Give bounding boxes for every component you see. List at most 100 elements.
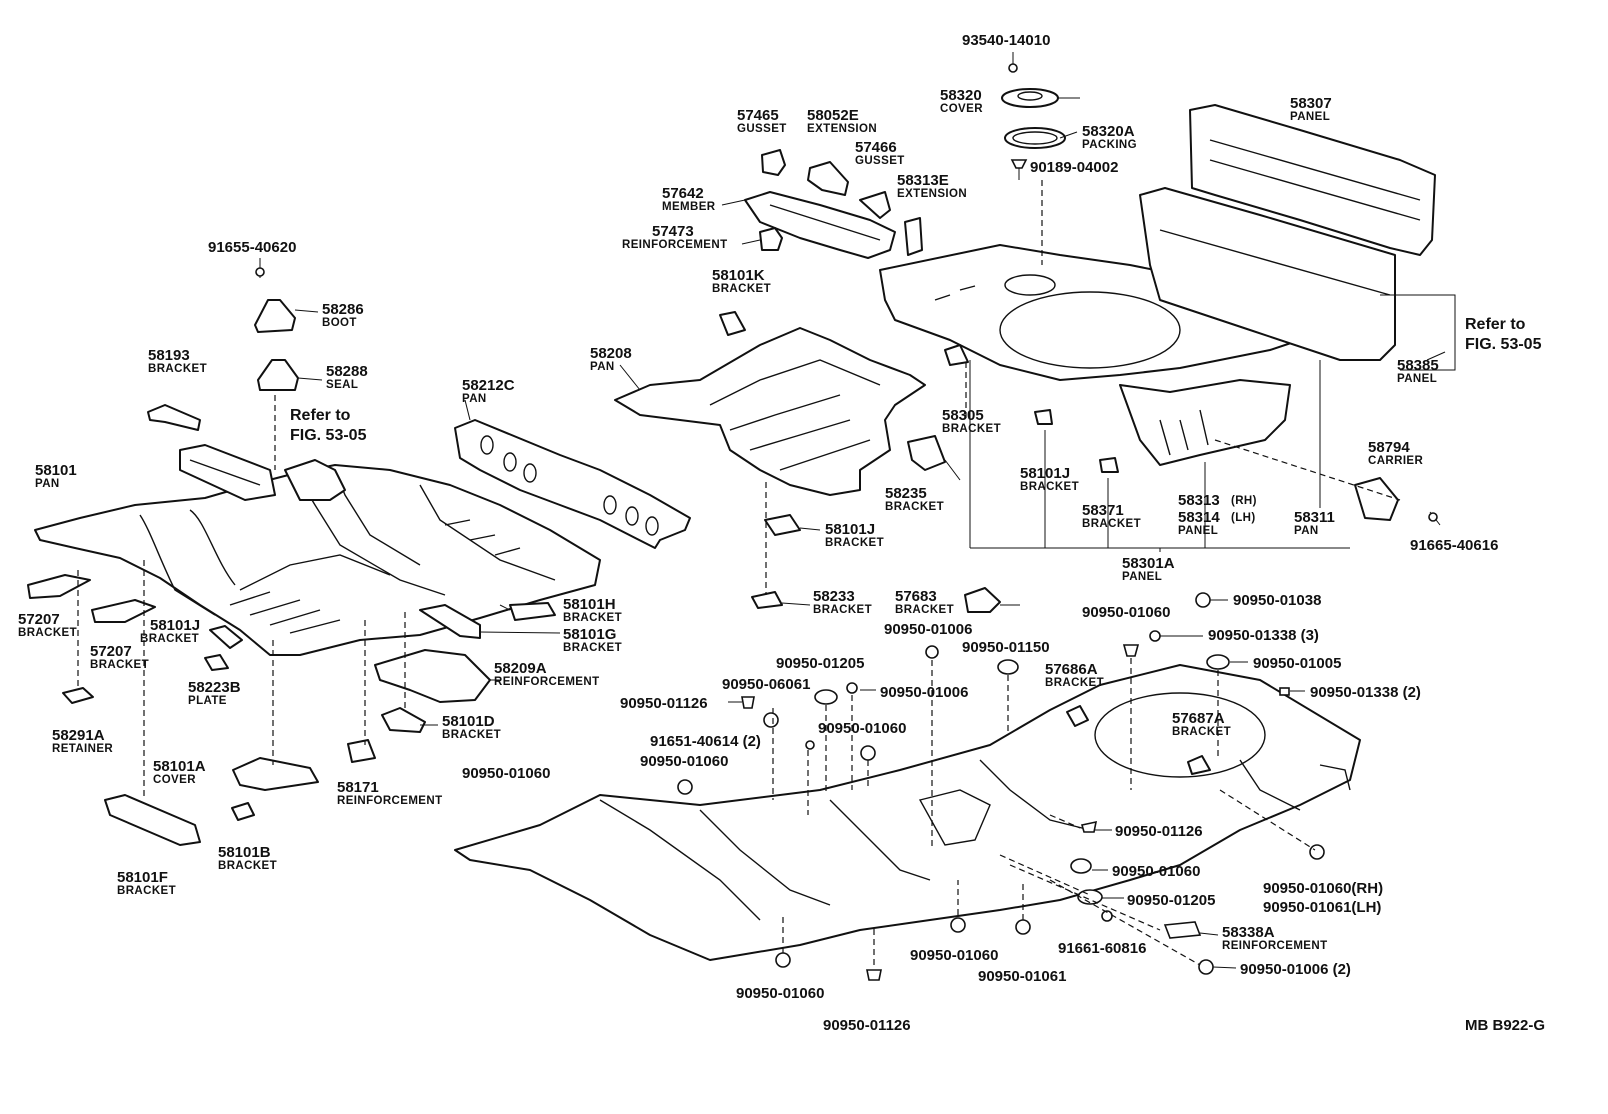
plug-label: 90950-01060(RH) [1263, 880, 1383, 897]
part-name-58305: BRACKET [942, 423, 1001, 435]
plug-label: 90950-01060 [818, 720, 906, 737]
part-number-91655-40620: 91655-40620 [208, 239, 296, 256]
plug-label: 90950-01060 [1082, 604, 1170, 621]
part-name-58301A: PANEL [1122, 571, 1162, 583]
part-number-57473: 57473 [652, 223, 694, 240]
part-name-57683: BRACKET [895, 604, 954, 616]
part-number-58305: 58305 [942, 407, 984, 424]
plug-label: 90950-01150 [962, 639, 1050, 656]
part-number-58212C: 58212C [462, 377, 515, 394]
plug-markers [677, 592, 1325, 981]
part-number-57642: 57642 [662, 185, 704, 202]
part-number-58193: 58193 [148, 347, 190, 364]
part-name-58235: BRACKET [885, 501, 944, 513]
plug-label: 90950-01338 (2) [1310, 684, 1421, 701]
part-number-58101J-a: 58101J [1020, 465, 1070, 482]
part-number-58794: 58794 [1368, 439, 1410, 456]
part-name-58101G: BRACKET [563, 642, 622, 654]
plug-label: 90950-06061 [722, 676, 810, 693]
plug-label: 90950-01061(LH) [1263, 899, 1381, 916]
plug-label: 90950-01205 [1127, 892, 1215, 909]
plug-label: 90950-01006 [884, 621, 972, 638]
part-number-58301A: 58301A [1122, 555, 1175, 572]
plug-label: 90950-01060 [910, 947, 998, 964]
part-name-58101J-a: BRACKET [1020, 481, 1079, 493]
part-number-90189-04002: 90189-04002 [1030, 159, 1118, 176]
plug-label: 90950-01038 [1233, 592, 1321, 609]
spare-tire-cover-drawing [1001, 52, 1066, 180]
part-name-58208: PAN [590, 361, 615, 373]
part-name-58101F: BRACKET [117, 885, 176, 897]
part-name-58794: CARRIER [1368, 455, 1423, 467]
plug-label: 90950-01006 [880, 684, 968, 701]
plug-label: 90950-01126 [1115, 823, 1203, 840]
part-suffix-58313: (RH) [1231, 495, 1257, 507]
lower-floor-assembly-drawing [454, 664, 1361, 961]
part-name-57207-b: BRACKET [90, 659, 149, 671]
part-number-58101B: 58101B [218, 844, 271, 861]
center-pan-58208-drawing [614, 327, 926, 496]
part-number-58223B: 58223B [188, 679, 241, 696]
part-number-58209A: 58209A [494, 660, 547, 677]
part-number-58314: 58314 [1178, 509, 1220, 526]
part-number-58286: 58286 [322, 301, 364, 318]
part-number-58101F: 58101F [117, 869, 168, 886]
labels: 93540-14010 58320 COVER 58320A PACKING 9… [18, 32, 1545, 1034]
plug-label: 90950-01060 [736, 985, 824, 1002]
part-name-58288: SEAL [326, 379, 358, 391]
part-name-58101H: BRACKET [563, 612, 622, 624]
part-name-58223B: PLATE [188, 695, 227, 707]
refer-label-a2: FIG. 53-05 [290, 427, 367, 444]
plug-label: 90950-01060 [640, 753, 728, 770]
part-name-58101K: BRACKET [712, 283, 771, 295]
part-name-58307: PANEL [1290, 111, 1330, 123]
part-name-58101J-c: BRACKET [140, 633, 199, 645]
part-name-58171: REINFORCEMENT [337, 795, 443, 807]
refer-label-b1: Refer to [1465, 316, 1526, 333]
dashed-leaders [77, 180, 1401, 966]
part-number-58101G: 58101G [563, 626, 616, 643]
part-name-57466: GUSSET [855, 155, 905, 167]
plug-label: 90950-01205 [776, 655, 864, 672]
part-number-57686A: 57686A [1045, 661, 1098, 678]
part-name-58052E: EXTENSION [807, 123, 877, 135]
part-name-58212C: PAN [462, 393, 487, 405]
solid-leaders [294, 97, 1456, 969]
part-number-58291A: 58291A [52, 727, 105, 744]
plug-label: 90950-01126 [823, 1017, 911, 1034]
part-number-58288: 58288 [326, 363, 368, 380]
part-number-58338A: 58338A [1222, 924, 1275, 941]
part-number-57465: 57465 [737, 107, 779, 124]
plug-label: 90950-01006 (2) [1240, 961, 1351, 978]
part-name-58101B: BRACKET [218, 860, 277, 872]
part-name-58101: PAN [35, 478, 60, 490]
plug-label: 90950-01005 [1253, 655, 1341, 672]
part-number-58371: 58371 [1082, 502, 1124, 519]
part-name-58291A: RETAINER [52, 743, 113, 755]
part-number-58101D: 58101D [442, 713, 495, 730]
part-number-93540-14010: 93540-14010 [962, 32, 1050, 49]
part-name-57642: MEMBER [662, 201, 716, 213]
part-number-57683: 57683 [895, 588, 937, 605]
part-name-57207-a: BRACKET [18, 627, 77, 639]
part-number-58208: 58208 [590, 345, 632, 362]
part-number-58171: 58171 [337, 779, 379, 796]
part-number-58320: 58320 [940, 87, 982, 104]
plug-label: 90950-01060 [462, 765, 550, 782]
part-name-58320A: PACKING [1082, 139, 1137, 151]
part-number-58052E: 58052E [807, 107, 859, 124]
part-name-58101A: COVER [153, 774, 196, 786]
part-number-57466: 57466 [855, 139, 897, 156]
plug-label: 90950-01338 (3) [1208, 627, 1319, 644]
part-number-58101A: 58101A [153, 758, 206, 775]
part-number-58320A: 58320A [1082, 123, 1135, 140]
rear-panels-drawing [1119, 104, 1436, 466]
part-name-58101J-b: BRACKET [825, 537, 884, 549]
part-number-58385: 58385 [1397, 357, 1439, 374]
refer-label-b2: FIG. 53-05 [1465, 336, 1542, 353]
part-number-58311: 58311 [1294, 509, 1335, 526]
part-name-58233: BRACKET [813, 604, 872, 616]
part-name-58311: PAN [1294, 525, 1319, 537]
part-number-58101H: 58101H [563, 596, 616, 613]
